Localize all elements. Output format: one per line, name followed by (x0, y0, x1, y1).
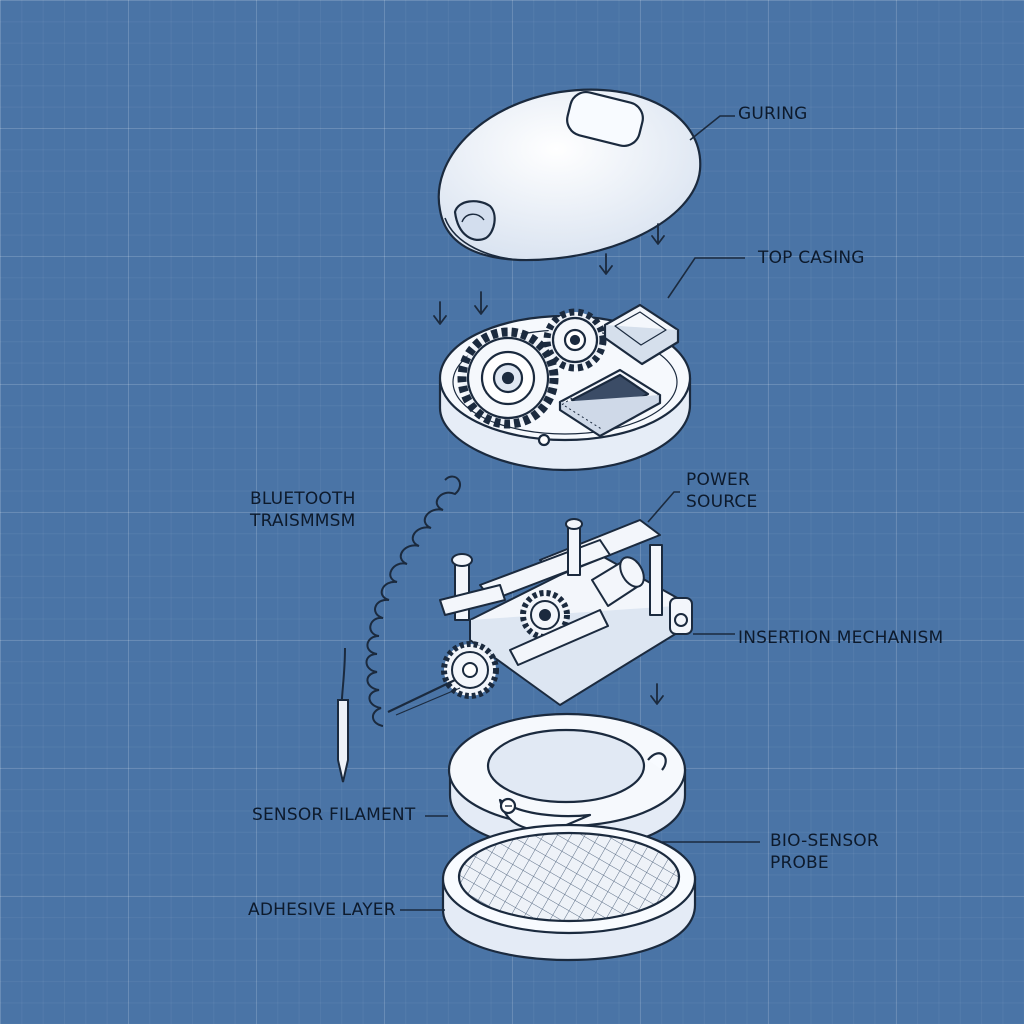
label-power-source: POWER SOURCE (686, 469, 757, 513)
insertion-mechanism-part (387, 518, 693, 716)
label-sensor-filament: SENSOR FILAMENT (252, 805, 416, 825)
label-insertion-mechanism: INSERTION MECHANISM (738, 628, 944, 648)
label-power-source-line1: POWER (686, 470, 750, 490)
label-bio-sensor-line2: PROBE (770, 853, 829, 873)
adhesive-disc-part (441, 823, 697, 962)
callout-leader-lines (400, 115, 760, 911)
label-power-source-line2: SOURCE (686, 492, 758, 512)
label-bluetooth-line1: BLUETOOTH (250, 489, 356, 509)
label-bio-sensor-probe: BIO-SENSOR PROBE (770, 830, 879, 874)
sensor-ring-part (447, 712, 687, 852)
outer-shell-part (437, 88, 702, 262)
label-bluetooth: BLUETOOTH TRAISMMSM (250, 488, 356, 532)
label-top-casing: TOP CASING (758, 248, 865, 268)
coiled-antenna-wire (337, 475, 461, 783)
label-bluetooth-line2: TRAISMMSM (250, 511, 356, 531)
label-bio-sensor-line1: BIO-SENSOR (770, 831, 879, 851)
gear-plate-part (438, 303, 692, 472)
label-adhesive-layer: ADHESIVE LAYER (248, 900, 396, 920)
label-guring: GURING (738, 104, 808, 124)
assembly-arrows (433, 223, 665, 705)
